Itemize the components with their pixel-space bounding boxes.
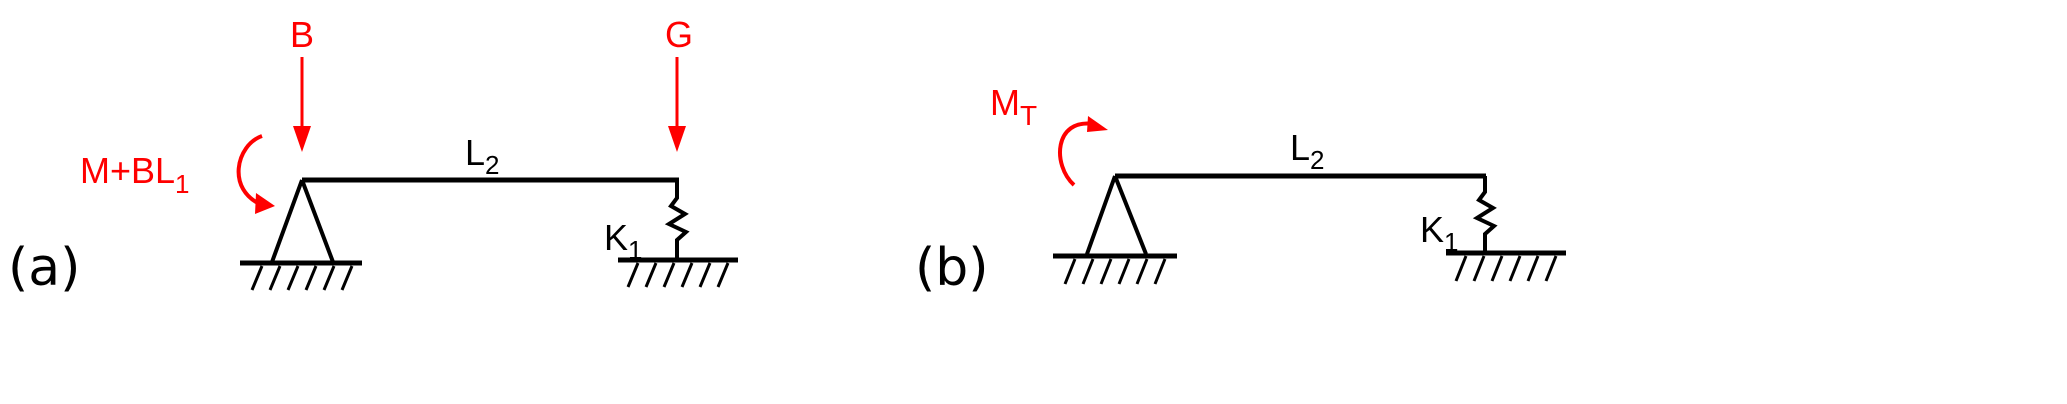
panel-b-label: (b) — [915, 238, 989, 298]
load-b-label: B — [290, 14, 314, 55]
panel-a: (a) B G M+BL1 L2 K1 — [8, 14, 738, 298]
moment-label: MT — [990, 82, 1037, 131]
panel-b: (b) MT L2 K1 — [915, 82, 1566, 298]
ground-hatch-right — [626, 262, 730, 288]
moment-arrowhead — [1087, 116, 1108, 132]
pin-support — [1085, 175, 1148, 255]
panel-a-label: (a) — [8, 238, 80, 298]
moment-arc — [1058, 121, 1095, 187]
ground-hatch-right — [1454, 255, 1558, 282]
spring — [1472, 176, 1498, 252]
moment-arrowhead — [255, 193, 275, 214]
load-g-arrowhead — [668, 126, 686, 152]
ground-hatch-left — [1063, 258, 1167, 285]
load-b-arrowhead — [293, 126, 311, 152]
moment-label: M+BL1 — [80, 150, 190, 199]
pin-support — [270, 179, 335, 263]
spring-label: K1 — [1420, 209, 1458, 257]
moment-arc — [236, 134, 263, 207]
span-label: L2 — [1290, 127, 1325, 175]
load-g-label: G — [665, 14, 693, 55]
span-label: L2 — [465, 132, 500, 180]
spring — [664, 180, 690, 260]
ground-hatch-left — [250, 265, 354, 291]
